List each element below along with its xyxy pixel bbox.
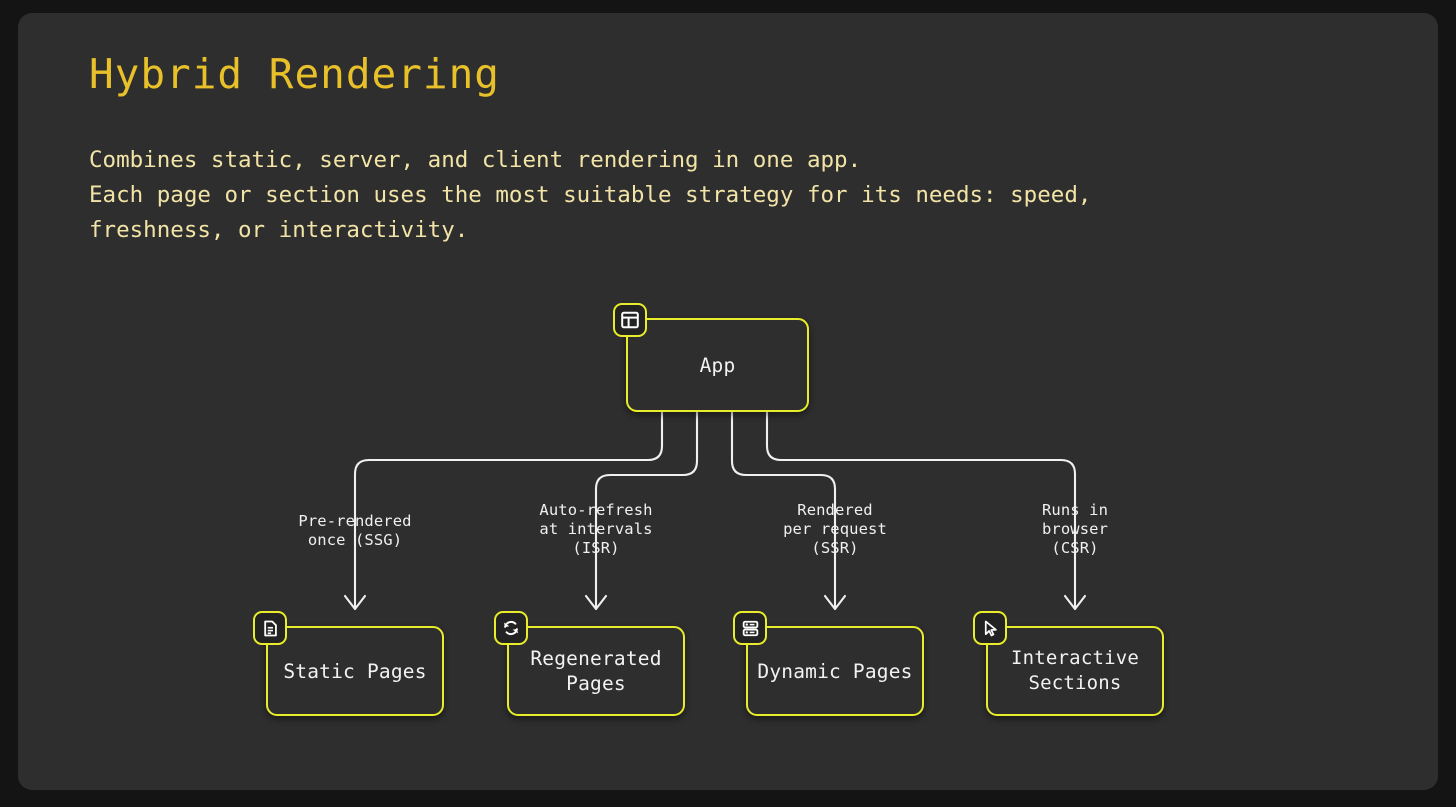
- node-interactive-sections[interactable]: Interactive Sections: [973, 611, 1164, 716]
- node-interactive-sections-label: Interactive Sections: [1010, 647, 1140, 694]
- hybrid-rendering-diagram: App Static Pages: [18, 13, 1438, 790]
- edge-label-csr: Runs in browser (CSR): [1041, 501, 1109, 557]
- node-static-pages[interactable]: Static Pages: [253, 611, 444, 716]
- document-icon: [253, 611, 287, 645]
- node-regenerated-pages[interactable]: Regenerated Pages: [494, 611, 685, 716]
- node-static-pages-label: Static Pages: [283, 659, 427, 683]
- slide-card: Hybrid Rendering Combines static, server…: [18, 13, 1438, 790]
- page-title: Hybrid Rendering: [89, 50, 500, 98]
- page-description: Combines static, server, and client rend…: [89, 147, 1092, 243]
- node-regenerated-pages-label: Regenerated Pages: [530, 647, 662, 695]
- node-app-label: App: [699, 353, 736, 377]
- refresh-icon: [494, 611, 528, 645]
- edge-label-ssr: Rendered per request (SSR): [783, 501, 887, 557]
- edge-label-ssg: Pre-rendered once (SSG): [298, 512, 412, 549]
- cursor-icon: [973, 611, 1007, 645]
- layout-icon: [613, 303, 647, 337]
- node-dynamic-pages[interactable]: Dynamic Pages: [733, 611, 924, 716]
- edge-label-isr: Auto-refresh at intervals (ISR): [539, 501, 653, 557]
- node-app[interactable]: App: [613, 303, 809, 412]
- server-icon: [733, 611, 767, 645]
- node-dynamic-pages-label: Dynamic Pages: [757, 659, 913, 683]
